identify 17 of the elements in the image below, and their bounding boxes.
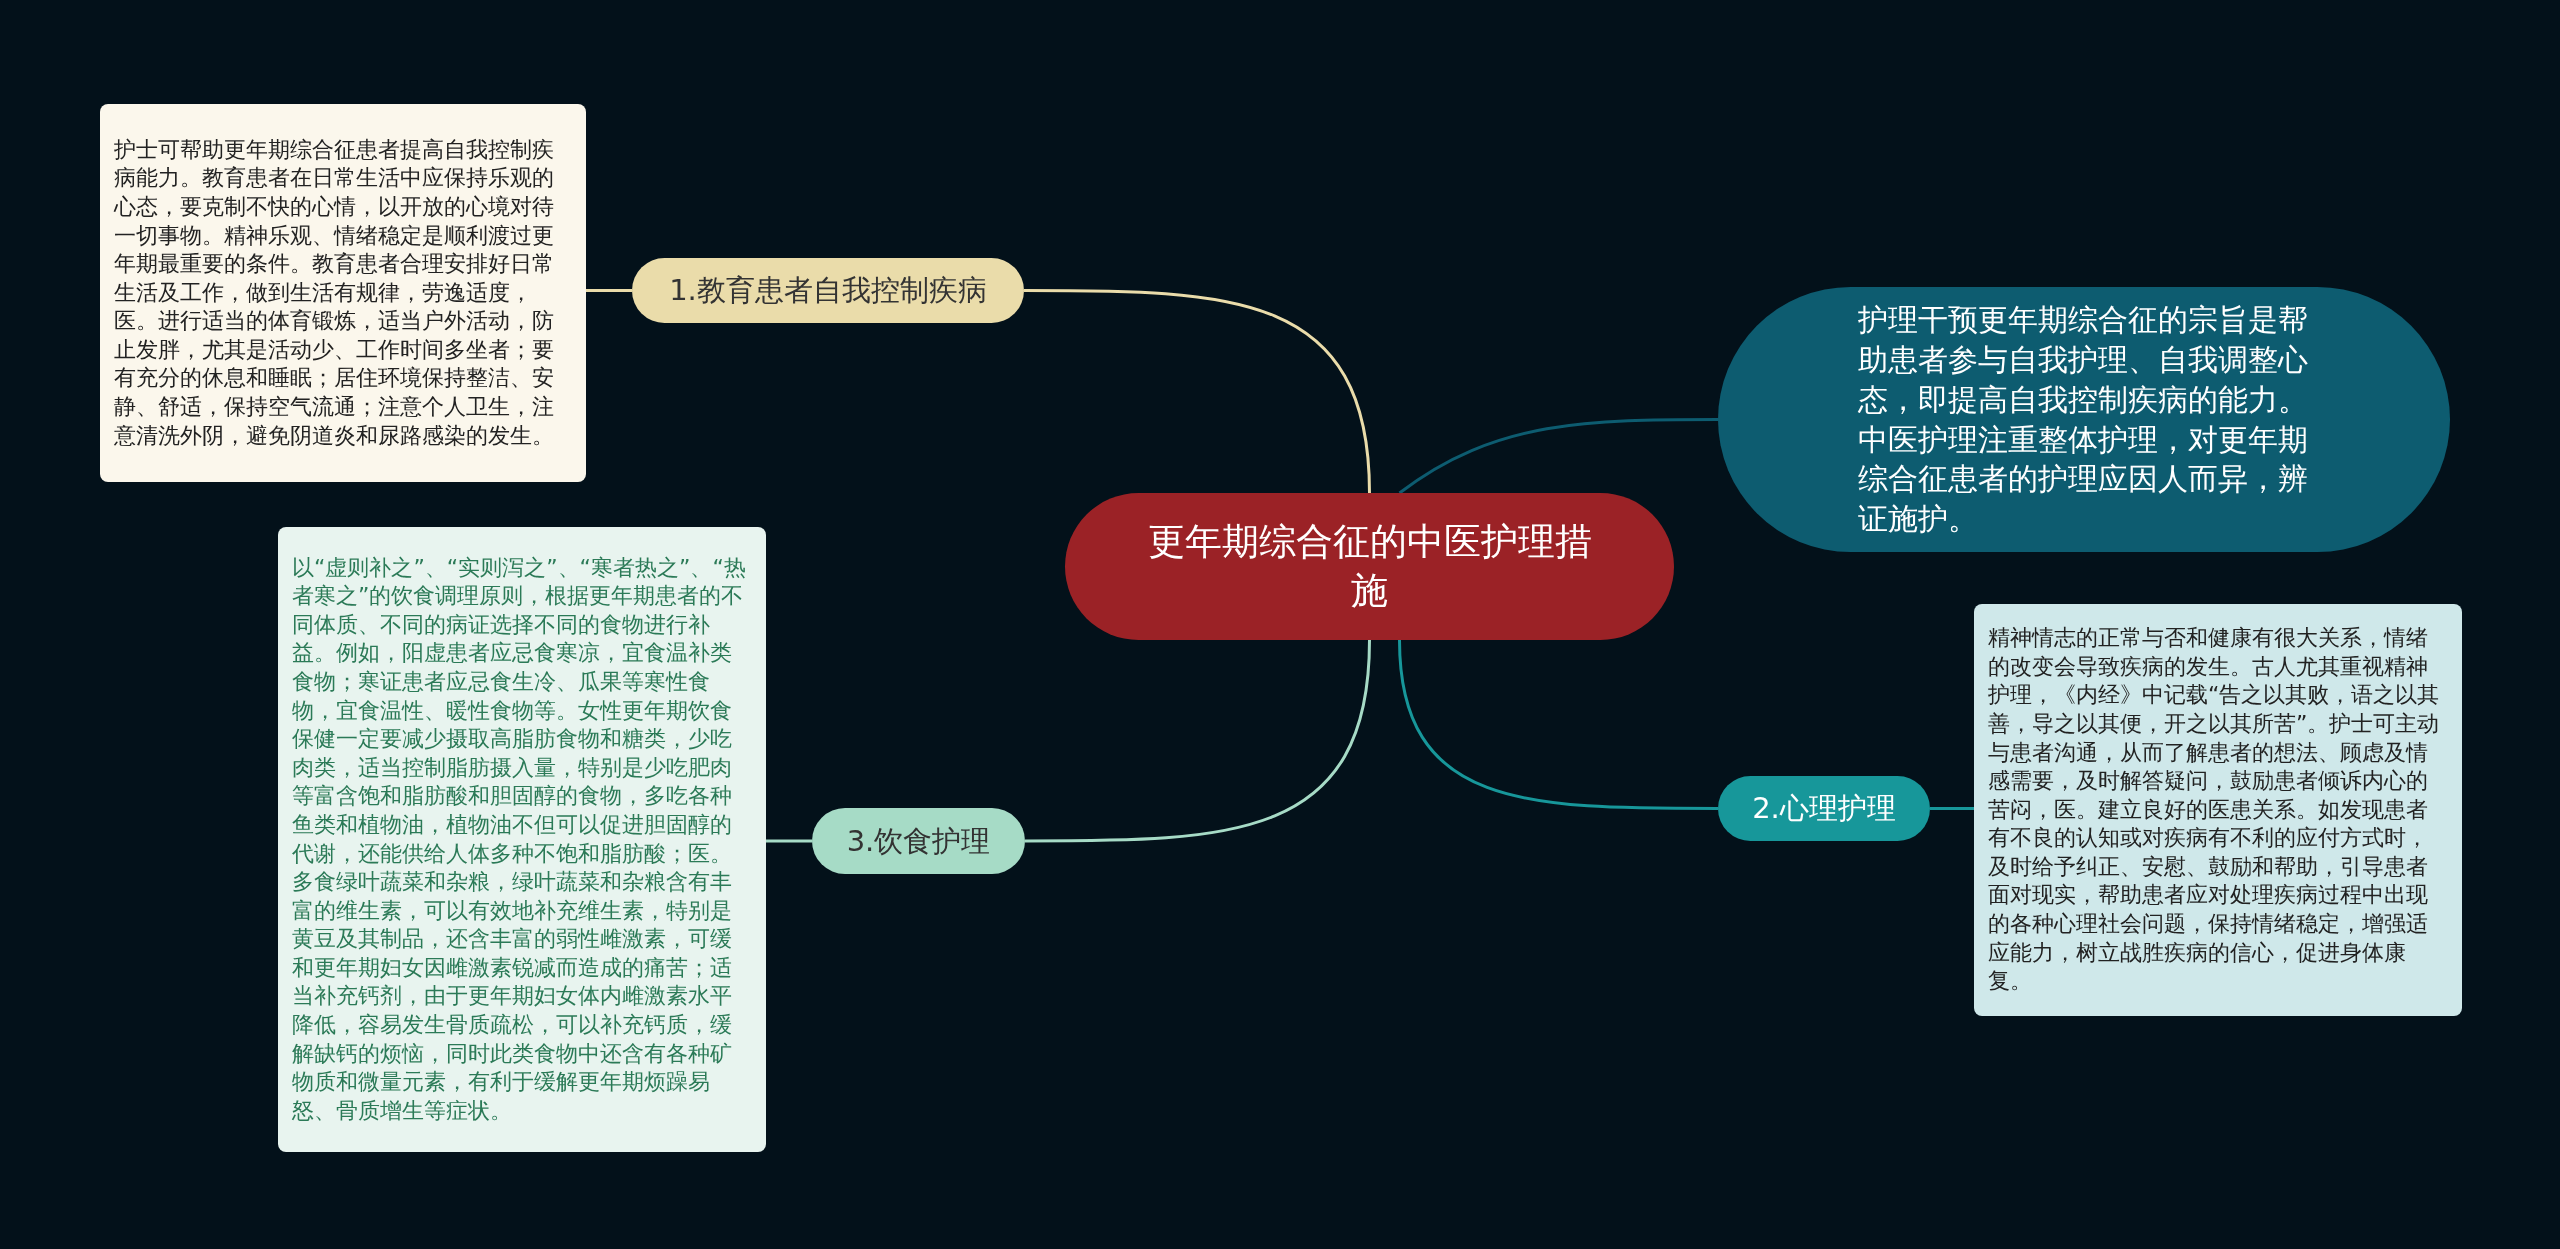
node-label: 1.教育患者自我控制疾病	[669, 273, 987, 308]
note-text: 护理干预更年期综合征的宗旨是帮助患者参与自我护理、自我调整心态，即提高自我控制疾病的能力。中医护理注重整体护理，对更年期综合征患者的护理应因人而异，辨证施护。	[1858, 300, 2309, 539]
note-card	[100, 104, 586, 482]
branch-connector	[586, 289, 632, 292]
note-text: 以“虚则补之”、“实则泻之”、“寒者热之”、“热者寒之”的饮食调理原则，根据更年期患者的不同体质、不同的病证选择不同的食物进行补益。例如，阳虚患者应忌食寒凉，宜食温补类食物；寒证患者应忌食生冷、瓜果等寒性食物，宜食温性、暖性食物等。女性更年期饮食保健一定要减少摄取高脂肪食物和糖类，少吃肉类，适当控制脂肪摄入量，特别是少吃肥肉等富含饱和脂肪酸和胆固醇的食物，多吃各种鱼类和植物油，植物油不但可以促进胆固醇的代谢，还能供给人体多种不饱和脂肪酸；医。多食绿叶蔬菜和杂粮，绿叶蔬菜和杂粮含有丰富的维生素，可以有效地补充维生素，特别是黄豆及其制品，还含丰富的弱性雌激素，可缓和更年期妇女因雌激素锐减而造成的痛苦；适当补充钙剂，由于更年期妇女体内雌激素水平降低，容易发生骨质疏松，可以补充钙质，缓解缺钙的烦恼，同时此类食物中还含有各种矿物质和微量元素，有利于缓解更年期烦躁易怒、骨质增生等症状。	[292, 553, 747, 1125]
branch-connector	[1024, 289, 1371, 494]
note-text: 精神情志的正常与否和健康有很大关系，情绪的改变会导致疾病的发生。古人尤其重视精神护理，《内经》中记载“告之以其败，语之以其善，导之以其便，开之以其所苦”。护士可主动与患者沟通，从而了解患者的想法、顾虑及情感需要，及时解答疑问，鼓励患者倾诉内心的苦闷，医。建立良好的医患关系。如发现患者有不良的认知或对疾病有不利的应付方式时，及时给予纠正、安慰、鼓励和帮助，引导患者面对现实，帮助患者应对处理疾病过程中出现的各种心理社会问题，保持情绪稳定，增强适应能力，树立战胜疾病的信心，促进身体康复。	[1988, 624, 2441, 996]
branch-connector	[766, 839, 812, 843]
branch-connector	[1398, 639, 1718, 810]
branch-connector	[1930, 807, 1974, 810]
node-label: 3.饮食护理	[846, 823, 991, 859]
note-text: 护士可帮助更年期综合征患者提高自我控制疾病能力。教育患者在日常生活中应保持乐观的心态，要克制不快的心情，以开放的心境对待一切事物。精神乐观、情绪稳定是顺利渡过更年期最重要的条件。教育患者合理安排好日常生活及工作，做到生活有规律，劳逸适度，医。进行适当的体育锻炼，适当户外活动，防止发胖，尤其是活动少、工作时间多坐者；要有充分的休息和睡眠；居住环境保持整洁、安静、舒适，保持空气流通；注意个人卫生，注意清洗外阴，避免阴道炎和尿路感染的发生。	[114, 135, 555, 450]
branch-connector	[1025, 639, 1371, 843]
note-card	[1974, 604, 2462, 1016]
branch-connector	[1398, 418, 1718, 495]
node-label: 2.心理护理	[1752, 791, 1896, 826]
node-label: 更年期综合征的中医护理措施	[1146, 519, 1593, 614]
